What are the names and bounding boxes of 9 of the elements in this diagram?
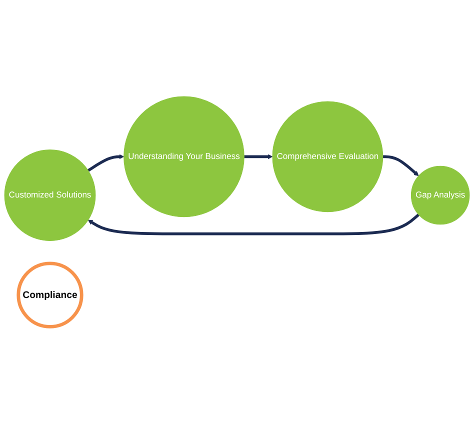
node-circle: Understanding Your Business — [124, 96, 244, 218]
node-circle: Customized Solutions — [4, 150, 96, 242]
node-circle: Gap Analysis — [410, 166, 470, 226]
node-circle: Comprehensive Evaluation — [272, 102, 384, 213]
arrow — [382, 156, 419, 177]
node-circle: Compliance — [16, 262, 84, 329]
arrow — [87, 154, 124, 172]
arrow — [244, 154, 273, 160]
arrow — [88, 214, 420, 236]
